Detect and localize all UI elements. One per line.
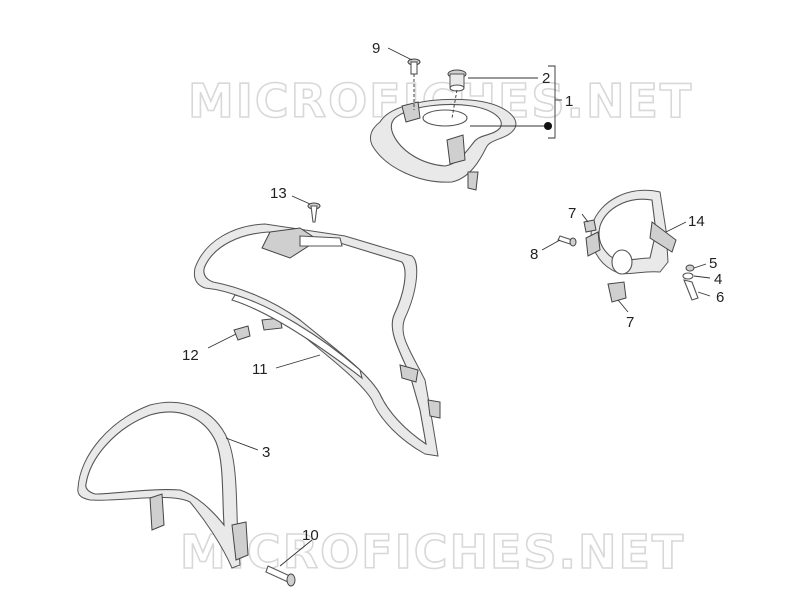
part-screw-13	[307, 202, 321, 223]
part-mudguard	[77, 401, 249, 569]
callout-4: 4	[714, 271, 722, 288]
watermark-bottom: MICROFICHES.NET	[180, 525, 685, 579]
part-grommet-2	[447, 69, 467, 92]
part-screw-9	[407, 58, 421, 75]
part-clip-7-bottom	[607, 281, 627, 303]
part-inner-shield	[193, 223, 441, 457]
callout-13: 13	[270, 185, 287, 202]
part-bolt-set	[682, 264, 699, 301]
callout-2: 2	[542, 70, 550, 87]
callout-11: 11	[252, 361, 268, 378]
callout-8: 8	[530, 246, 538, 263]
callout-12: 12	[182, 347, 199, 364]
callout-7-bottom: 7	[626, 314, 634, 331]
part-screw-10	[265, 565, 296, 587]
part-clip-7-top	[583, 219, 597, 233]
callout-14: 14	[688, 213, 705, 230]
part-side-cover	[585, 189, 677, 275]
callout-9: 9	[372, 40, 380, 57]
part-clip-12	[233, 325, 251, 341]
callout-10: 10	[302, 527, 319, 544]
assembly-marker-dot	[544, 122, 552, 130]
callout-3: 3	[262, 444, 270, 461]
callout-5: 5	[709, 255, 717, 272]
part-rear-cover	[369, 98, 517, 191]
part-screw-8	[557, 235, 577, 247]
callout-7-top: 7	[568, 205, 576, 222]
callout-6: 6	[716, 289, 724, 306]
callout-1: 1	[565, 93, 573, 110]
